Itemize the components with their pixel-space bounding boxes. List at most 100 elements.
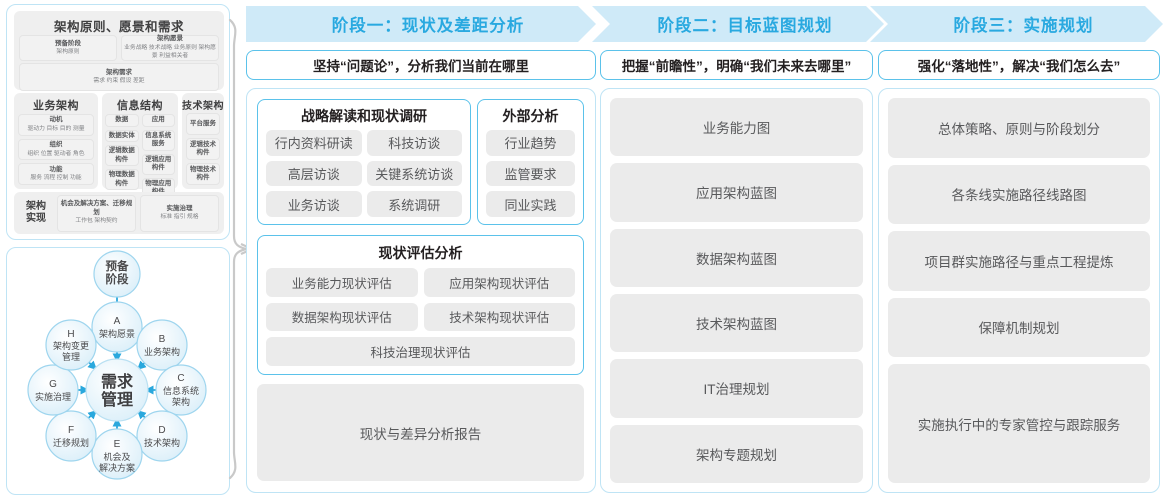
chip-item[interactable]: 行内资料研读 [266,130,362,156]
togaf-cell: 逻辑技术构件 [186,138,220,160]
chip-item[interactable]: 技术架构现状评估 [423,302,575,332]
cell-title: 逻辑数据构件 [108,147,135,163]
chip-item[interactable]: 科技访谈 [366,130,462,156]
togaf-cell: 动机 驱动力 目标 目的 测量 [18,114,94,136]
togaf-content-framework-panel: 架构原则、愿景和需求 预备阶段 架构原则 架构愿景 业务战略 技术战略 业务原则… [6,4,230,240]
chip-item[interactable]: 科技治理现状评估 [266,337,575,366]
phase-2-item[interactable]: 应用架构蓝图 [610,163,863,222]
chip-item[interactable]: 数据架构现状评估 [266,302,418,332]
chip-item[interactable]: 应用架构现状评估 [423,268,575,297]
cell-title: 架构愿景 [157,35,183,43]
togaf-column-business: 业务架构 动机 驱动力 目标 目的 测量 组织 组织 位置 驱动者 角色 功能 [14,93,98,189]
cell-title: 实施治理 [166,204,193,212]
phase-2-item[interactable]: IT治理规划 [610,359,863,418]
phase-2-item[interactable]: 技术架构蓝图 [610,293,863,353]
cell-title: 应用 [151,116,165,123]
phase-3-item[interactable]: 总体策略、原则与阶段划分 [888,98,1150,158]
card-title: 现状评估分析 [378,245,463,261]
cell-title: 功能 [49,165,63,173]
togaf-cell: 平台服务 [186,113,220,135]
card-status-assessment: 现状评估分析 业务能力现状评估 应用架构现状评估 数据架构现状评估 技术架构现状… [257,235,584,375]
phase-1-chevron-shape [246,6,596,42]
togaf-realization-section: 架构 实现 机会及解决方案、迁移规划 工作包 架构契约 实施治理 标准 指引 规… [14,192,224,234]
phase-3-item[interactable]: 各条线实施路径线路图 [888,164,1150,224]
adm-node-key-H: H [67,329,74,340]
info-left-stack: 数据 数据实体 逻辑数据构件 物理数据构件 [105,114,139,190]
phase-3-subtitle: 强化“落地性”，解决“我们怎么去” [878,50,1160,80]
cell-title: 机会及解决方案、迁移规划 [60,200,133,216]
chip-item[interactable]: 行业趋势 [486,130,575,156]
togaf-cell: 数据 [105,114,139,127]
adm-center-line1: 需求 [101,372,134,391]
chip-item[interactable]: 业务能力现状评估 [266,268,418,297]
adm-node-label-C-2: 架构 [172,396,190,407]
togaf-cell: 逻辑数据构件 [105,145,139,166]
chip-item[interactable]: 业务访谈 [266,191,362,217]
adm-node-label-B: 业务架构 [144,346,180,357]
chip-item[interactable]: 监管要求 [486,160,575,187]
phase-2-chevron-shape [592,6,884,42]
adm-node-label-F: 迁移规划 [53,437,89,448]
adm-cycle-panel: 预备 阶段 需求 管理 A 架构愿景 B 业务架构 C 信息系统 架构 [6,247,230,495]
card-strategy-survey: 战略解读和现状调研 行内资料研读 科技访谈 高层访谈 关键系统访谈 业务访谈 系… [257,99,471,225]
cell-detail: 工作包 架构契约 [75,218,118,225]
cell-title: 平台服务 [190,119,216,127]
column-cells: 数据 数据实体 逻辑数据构件 物理数据构件 应用 信息系统服务 逻辑应用构件 物… [105,114,175,199]
adm-node-key-B: B [159,334,166,345]
togaf-cell: 数据实体 [105,129,139,142]
phase-3-item[interactable]: 保障机制规划 [888,297,1150,357]
adm-node-label-H-1: 架构变更 [53,340,89,351]
phase-1-title: 阶段一：现状及差距分析 [331,17,525,35]
togaf-cell: 架构需求 需求 约束 假设 差距 [19,63,219,91]
adm-node-key-G: G [49,379,57,390]
section3-lead: 架构 实现 [26,201,46,224]
phase-2-title: 阶段二：目标蓝图规划 [657,17,833,35]
cell-detail: 架构原则 [56,49,80,55]
adm-node-key-D: D [158,425,165,436]
chip-item[interactable]: 高层访谈 [266,160,362,187]
cell-title: 动机 [49,116,63,124]
cell-title: 物理技术构件 [190,165,216,182]
cell-detail: 组织 位置 驱动者 角色 [27,150,85,157]
cell-detail: 业务战略 技术战略 业务原则 架构愿景 利益相关者 [124,44,216,60]
cell-detail: 驱动力 目标 目的 测量 [27,125,85,132]
chip-item[interactable]: 同业实践 [486,191,575,217]
adm-prep-line2: 阶段 [106,272,129,286]
togaf-cell: 架构愿景 业务战略 技术战略 业务原则 架构愿景 利益相关者 [121,35,219,61]
togaf-cell: 信息系统服务 [141,129,175,151]
phase-3-item[interactable]: 项目群实施路径与重点工程提炼 [888,231,1150,291]
chip-item[interactable]: 关键系统访谈 [366,160,462,187]
phase-3-header: 阶段三：实施规划 [870,6,1163,42]
adm-node-label-C-1: 信息系统 [163,385,199,396]
adm-node-label-A: 架构愿景 [99,328,135,339]
togaf-cell: 功能 服务 流程 控制 功能 [18,163,94,186]
togaf-cell: 应用 [141,114,175,127]
info-right-stack: 应用 信息系统服务 逻辑应用构件 物理应用构件 [141,114,175,199]
togaf-cell: 预备阶段 架构原则 [19,35,117,61]
chip-item[interactable]: 系统调研 [366,191,462,217]
cell-title: 数据实体 [108,131,135,139]
adm-node-label-G: 实施治理 [35,391,71,402]
phase-2-item[interactable]: 数据架构蓝图 [610,228,863,287]
phase-1-subtitle: 坚持“问题论”，分析我们当前在哪里 [246,50,596,80]
togaf-domain-columns: 业务架构 动机 驱动力 目标 目的 测量 组织 组织 位置 驱动者 角色 功能 [14,93,224,199]
cell-title: 物理应用构件 [145,179,172,196]
cell-title: 逻辑应用构件 [145,155,172,172]
togaf-section1-row1: 预备阶段 架构原则 架构愿景 业务战略 技术战略 业务原则 架构愿景 利益相关者 [19,35,219,61]
adm-prep-line1: 预备 [106,259,129,273]
cell-detail: 服务 流程 控制 功能 [30,175,82,182]
phase-3-body: 总体策略、原则与阶段划分 各条线实施路径线路图 项目群实施路径与重点工程提炼 保… [878,88,1160,493]
cell-detail: 标准 指引 规格 [160,214,199,220]
column-cells: 平台服务 逻辑技术构件 物理技术构件 [186,113,220,185]
adm-node-key-F: F [68,425,74,436]
adm-cycle-diagram: 预备 阶段 需求 管理 A 架构愿景 B 业务架构 C 信息系统 架构 [27,250,207,480]
phase-3-item[interactable]: 实施执行中的专家管控与跟踪服务 [888,364,1150,483]
adm-center-line2: 管理 [101,390,133,409]
cell-title: 信息系统服务 [145,131,172,148]
phase-2-item[interactable]: 架构专题规划 [610,424,863,483]
cell-title: 数据 [115,116,129,123]
phase-1-report-chip[interactable]: 现状与差异分析报告 [257,384,584,481]
togaf-cell: 物理技术构件 [186,163,220,185]
card-title: 战略解读和现状调研 [301,108,427,124]
phase-2-item[interactable]: 业务能力图 [610,98,863,157]
